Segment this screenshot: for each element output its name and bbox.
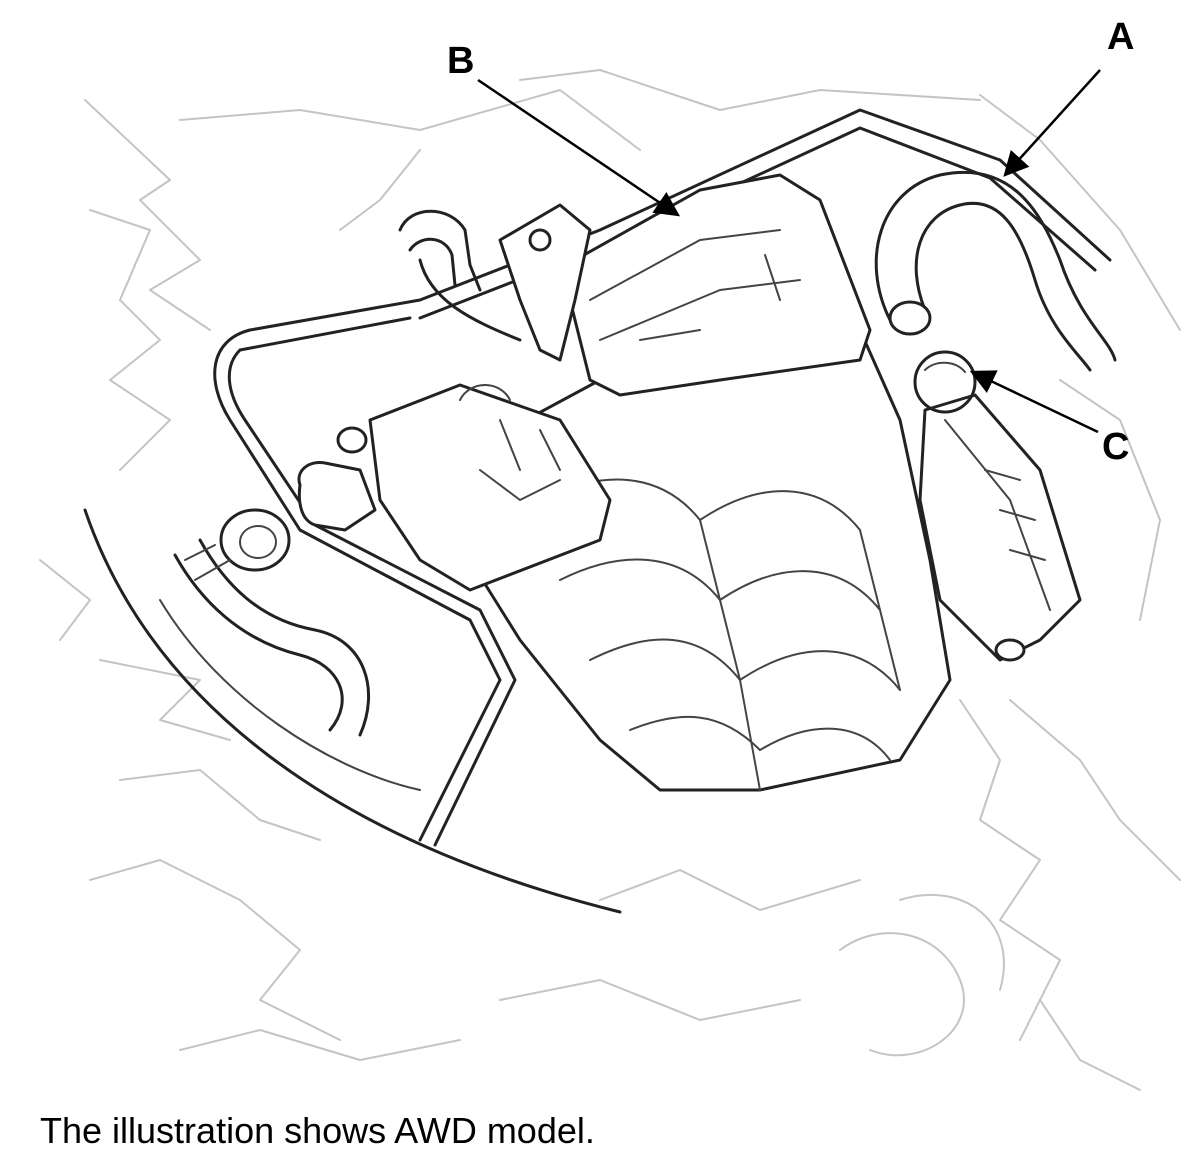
callout-label-b: B <box>447 40 475 82</box>
hose-a <box>874 170 1117 372</box>
illustration-caption: The illustration shows AWD model. <box>40 1110 595 1151</box>
right-bracket <box>918 393 1082 662</box>
evap-canister-body <box>468 328 952 792</box>
background-underbody <box>39 69 1181 1091</box>
purge-valve-unit <box>297 383 612 592</box>
callout-label-a: A <box>1107 16 1135 58</box>
part-c-cap <box>913 350 977 414</box>
leader-line-c <box>969 370 1099 434</box>
evap-canister-illustration <box>39 69 1181 1091</box>
frame-rail <box>83 508 622 914</box>
top-bracket <box>498 203 592 362</box>
callout-label-c: C <box>1102 426 1130 468</box>
small-hose <box>398 209 522 342</box>
leader-line-a <box>1003 69 1101 177</box>
lower-hose <box>173 508 371 737</box>
leader-line-b <box>477 78 681 217</box>
canister-top-housing <box>568 173 872 397</box>
leader-lines <box>477 69 1101 434</box>
